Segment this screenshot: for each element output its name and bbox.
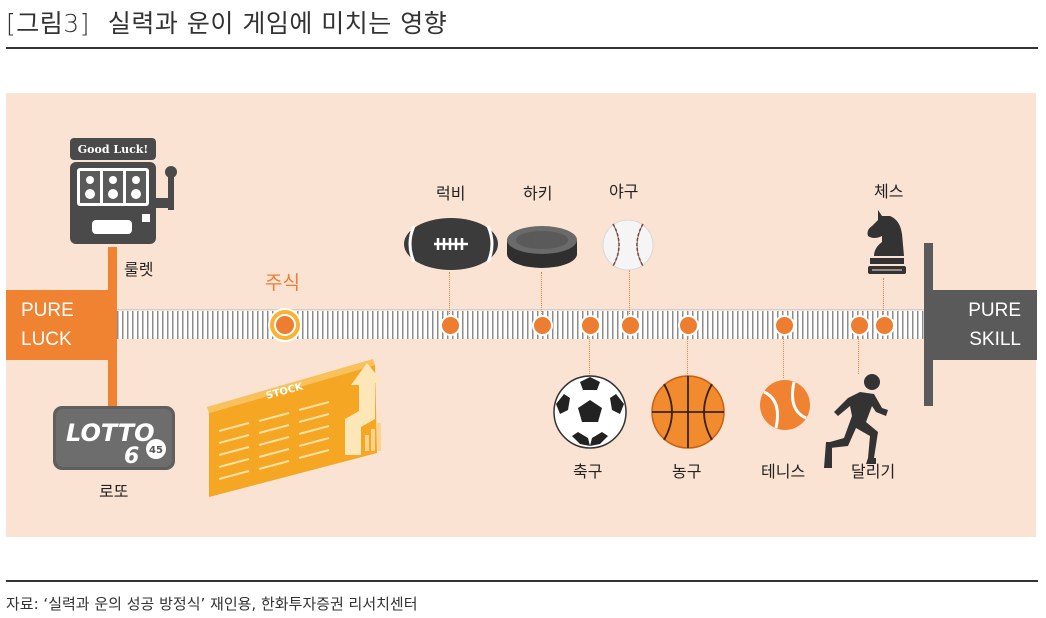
- pure-luck-line2: LUCK: [21, 329, 72, 350]
- tennis-label: 테니스: [761, 462, 806, 481]
- pure-skill-label: PURE SKILL: [933, 290, 1037, 360]
- basketball-marker: [678, 315, 699, 336]
- stock-marker: [268, 308, 302, 342]
- rugby-connector: [449, 272, 450, 316]
- track-edge: [112, 309, 928, 310]
- lotto-word: LOTTO: [66, 419, 155, 447]
- soccer-ball-icon: [553, 375, 627, 449]
- pure-luck-label: PURE LUCK: [6, 290, 108, 360]
- soccer-connector: [589, 334, 590, 376]
- basketball-label: 농구: [672, 462, 702, 481]
- baseball-icon: [602, 219, 654, 271]
- lotto-sub-number: 45: [149, 445, 163, 456]
- runner-icon: [824, 374, 888, 468]
- soccer-marker: [580, 315, 601, 336]
- stock-board-icon: STOCK: [207, 359, 383, 497]
- luck-end-bar: [108, 247, 117, 408]
- tennis-marker: [774, 315, 795, 336]
- source-note: 자료: ‘실력과 운의 성공 방정식’ 재인용, 한화투자증권 리서치센터: [6, 595, 418, 613]
- lotto-number: 6: [124, 444, 139, 469]
- slot-sign-text: Good Luck!: [78, 143, 148, 156]
- running-connector: [858, 334, 859, 374]
- skill-end-bar: [924, 243, 933, 406]
- hockey-marker: [532, 315, 553, 336]
- rugby-marker: [440, 315, 461, 336]
- running-marker: [849, 315, 870, 336]
- stock-label: 주식: [265, 272, 300, 294]
- rugby-ball-icon: [404, 218, 498, 270]
- chess-marker: [874, 315, 895, 336]
- basketball-icon: [651, 375, 725, 449]
- basketball-connector: [687, 334, 688, 376]
- pure-skill-line2: SKILL: [969, 329, 1021, 350]
- figure-title-text: 실력과 운이 게임에 미치는 영향: [107, 9, 448, 38]
- hockey-puck-icon: [507, 226, 577, 268]
- baseball-marker: [620, 315, 641, 336]
- lotto-label: 로또: [99, 482, 129, 501]
- pure-luck-line1: PURE: [21, 300, 74, 321]
- baseball-connector: [629, 270, 630, 316]
- chess-label: 체스: [874, 182, 904, 201]
- figure-title: [그림3] 실력과 운이 게임에 미치는 영향: [6, 4, 447, 40]
- chess-connector: [883, 278, 884, 316]
- slot-machine-icon: Good Luck!: [70, 138, 177, 244]
- figure-number: [그림3]: [6, 9, 90, 38]
- tennis-ball-icon: [760, 380, 810, 430]
- hockey-connector: [541, 272, 542, 316]
- rugby-label: 럭비: [436, 184, 466, 203]
- bottom-divider: [6, 580, 1038, 582]
- roulette-label: 룰렛: [124, 260, 154, 279]
- soccer-label: 축구: [573, 462, 603, 481]
- baseball-label: 야구: [609, 182, 639, 201]
- chess-knight-icon: [867, 210, 906, 274]
- hockey-label: 하키: [523, 184, 553, 203]
- tennis-connector: [783, 334, 784, 378]
- pure-skill-line1: PURE: [968, 300, 1021, 321]
- running-label: 달리기: [851, 462, 896, 481]
- luck-skill-spectrum: [112, 311, 928, 339]
- top-divider: [6, 47, 1038, 49]
- lotto-icon: LOTTO 6 45: [53, 406, 175, 470]
